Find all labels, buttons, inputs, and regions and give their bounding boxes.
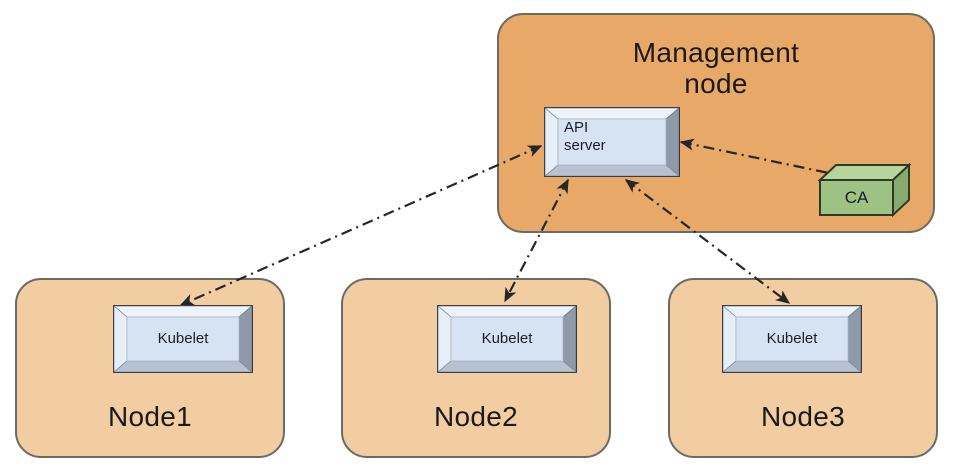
management-node-label: Management node [632, 37, 800, 100]
node-label-node2: Node2 [433, 400, 518, 432]
node-label-node3: Node3 [760, 400, 845, 432]
kubelet-box-node3[interactable]: Kubelet [722, 305, 862, 373]
node-label-node1: Node1 [107, 400, 192, 432]
kubelet-box-node2[interactable]: Kubelet [437, 305, 577, 373]
ca-label: CA [844, 188, 869, 207]
kubelet-box-node1[interactable]: Kubelet [113, 305, 253, 373]
api-server-box[interactable]: API server [544, 107, 680, 177]
ca-box[interactable]: CA [812, 162, 912, 218]
